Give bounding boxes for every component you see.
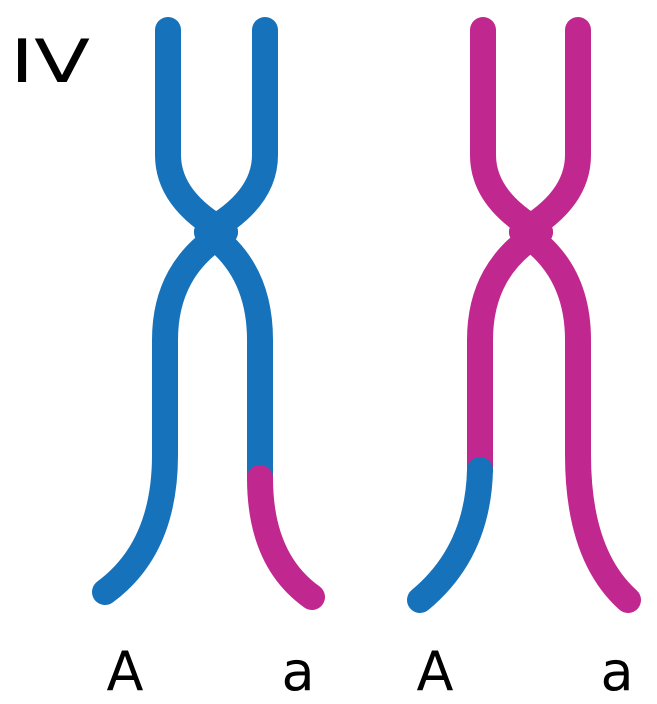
left-chromosome-lower-left-arm: [105, 232, 225, 592]
left-chromosome-crossover-segment: [260, 478, 312, 597]
left-chromosome-allele-a: a: [281, 640, 314, 703]
panel-label: IV: [10, 27, 90, 97]
right-chromosome-crossover-segment: [420, 470, 480, 600]
right-chromosome-upper-right-arm: [522, 30, 578, 232]
right-chromosome-allele-A: A: [417, 640, 454, 703]
right-chromosome-lower-left-arm: [480, 232, 540, 470]
right-chromosome: [420, 30, 628, 600]
left-chromosome-allele-A: A: [107, 640, 144, 703]
left-chromosome: [105, 30, 312, 597]
left-chromosome-upper-left-arm: [168, 30, 225, 232]
right-chromosome-allele-a: a: [600, 640, 633, 703]
right-chromosome-lower-right-arm: [522, 232, 628, 600]
right-chromosome-upper-left-arm: [483, 30, 540, 232]
left-chromosome-upper-right-arm: [207, 30, 265, 232]
left-chromosome-lower-right-arm: [207, 232, 260, 478]
